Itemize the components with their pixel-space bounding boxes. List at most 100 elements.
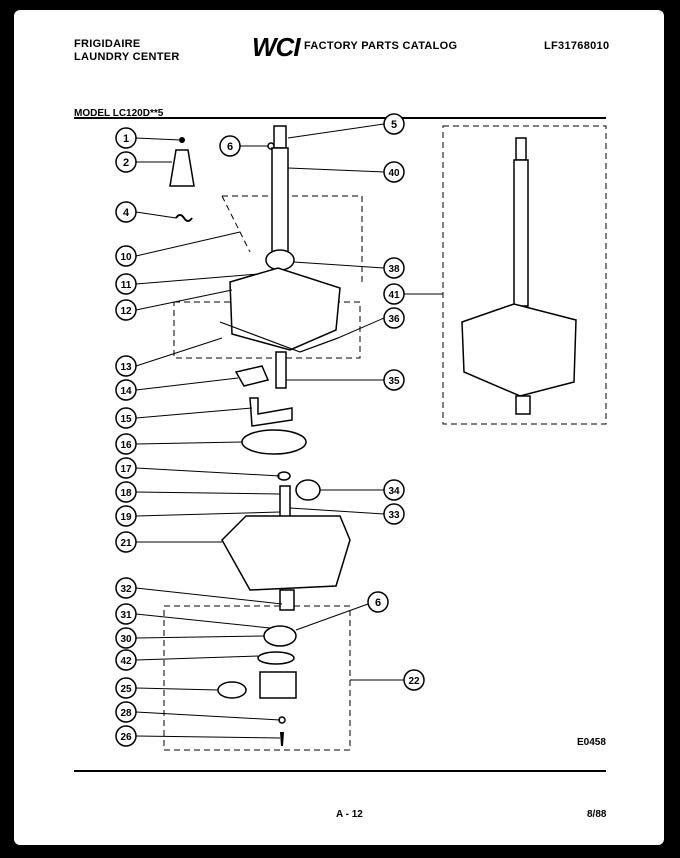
assy-41-cap-art: [515, 137, 527, 161]
callout-40: 40: [383, 161, 405, 183]
assembly-box-10-top: [222, 195, 363, 282]
svg-text:30: 30: [120, 634, 132, 645]
assembly-box-41: [442, 125, 607, 425]
part-32-art: [279, 589, 295, 611]
wci-logo: WCI: [252, 32, 301, 62]
svg-text:25: 25: [120, 684, 132, 695]
page-number: A - 12: [336, 809, 363, 820]
callout-6-top: 6: [219, 135, 241, 157]
svg-text:26: 26: [120, 732, 132, 743]
svg-text:36: 36: [388, 314, 400, 325]
svg-text:17: 17: [120, 464, 132, 475]
part-34-art: [295, 479, 321, 501]
part-art: [169, 125, 577, 746]
callout-32: 32: [115, 577, 137, 599]
assembly-box-10-diag: [221, 195, 251, 253]
catalog-title: FACTORY PARTS CATALOG: [304, 40, 458, 52]
svg-text:19: 19: [120, 512, 132, 523]
model-label: MODEL LC120D**5: [74, 108, 164, 119]
callout-1: 1: [115, 127, 137, 149]
svg-text:42: 42: [120, 656, 132, 667]
callout-markers: 1 2 4 6 5 40 10 11 12 38 41 36 13 14 35 …: [115, 113, 425, 747]
svg-text:35: 35: [388, 376, 400, 387]
assembly-box-22: [163, 605, 351, 751]
part-14-art: [234, 365, 270, 387]
callout-16: 16: [115, 433, 137, 455]
callout-18: 18: [115, 481, 137, 503]
part-2-art: [169, 149, 195, 187]
svg-text:41: 41: [388, 290, 400, 301]
callout-26: 26: [115, 725, 137, 747]
svg-text:11: 11: [121, 280, 132, 291]
part-4-art: [175, 214, 193, 222]
part-35-art: [275, 351, 287, 389]
svg-text:13: 13: [120, 362, 132, 373]
callout-28: 28: [115, 701, 137, 723]
svg-text:15: 15: [120, 414, 132, 425]
callout-13: 13: [115, 355, 137, 377]
callout-5: 5: [383, 113, 405, 135]
svg-text:38: 38: [388, 264, 400, 275]
brake-block-art: [259, 671, 297, 699]
callout-34: 34: [383, 479, 405, 501]
svg-text:32: 32: [120, 584, 132, 595]
svg-text:21: 21: [120, 538, 132, 549]
brand-line-1: FRIGIDAIRE: [74, 38, 141, 50]
catalog-number: LF31768010: [544, 40, 610, 52]
svg-text:16: 16: [120, 440, 132, 451]
svg-text:6: 6: [227, 141, 233, 153]
part-1-art: [179, 137, 185, 143]
svg-text:31: 31: [120, 610, 132, 621]
svg-text:33: 33: [388, 510, 400, 521]
shaft-cap-art: [273, 125, 287, 149]
assy-41-pinion-art: [515, 395, 531, 415]
callout-42: 42: [115, 649, 137, 671]
part-38-art: [265, 249, 295, 271]
gearcase-cover-art: [229, 267, 341, 351]
svg-text:40: 40: [388, 168, 400, 179]
svg-text:14: 14: [120, 386, 132, 397]
svg-text:6: 6: [375, 597, 381, 609]
callout-35: 35: [383, 369, 405, 391]
callout-19: 19: [115, 505, 137, 527]
part-21-art: [221, 515, 351, 591]
part-36-gasket-art: [219, 321, 339, 353]
callout-15: 15: [115, 407, 137, 429]
agitator-shaft-art: [271, 147, 289, 259]
part-26-art: [280, 732, 284, 746]
callout-30: 30: [115, 627, 137, 649]
brand-line-2: LAUNDRY CENTER: [74, 51, 180, 63]
callout-36: 36: [383, 307, 405, 329]
callout-6-bottom: 6: [367, 591, 389, 613]
callout-21: 21: [115, 531, 137, 553]
callout-10: 10: [115, 245, 137, 267]
callout-14: 14: [115, 379, 137, 401]
callout-22: 22: [403, 669, 425, 691]
svg-text:34: 34: [388, 486, 400, 497]
part-15-art: [249, 397, 293, 427]
callout-33: 33: [383, 503, 405, 525]
assy-41-shaft-art: [513, 159, 529, 307]
part-25-art: [217, 681, 247, 699]
svg-text:1: 1: [123, 133, 129, 145]
svg-text:18: 18: [120, 488, 132, 499]
svg-text:12: 12: [120, 306, 132, 317]
leader-lines: [135, 123, 443, 739]
svg-text:22: 22: [408, 676, 420, 687]
callout-38: 38: [383, 257, 405, 279]
callout-2: 2: [115, 151, 137, 173]
assy-41-case-art: [461, 303, 577, 397]
svg-text:4: 4: [123, 207, 130, 219]
diagram-code: E0458: [577, 737, 606, 748]
callout-12: 12: [115, 299, 137, 321]
svg-text:2: 2: [123, 157, 129, 169]
part-30-art: [263, 625, 297, 647]
svg-text:28: 28: [120, 708, 132, 719]
footer-date: 8/88: [587, 809, 607, 820]
callout-31: 31: [115, 603, 137, 625]
callout-17: 17: [115, 457, 137, 479]
callout-41: 41: [383, 283, 405, 305]
callout-11: 11: [115, 273, 137, 295]
